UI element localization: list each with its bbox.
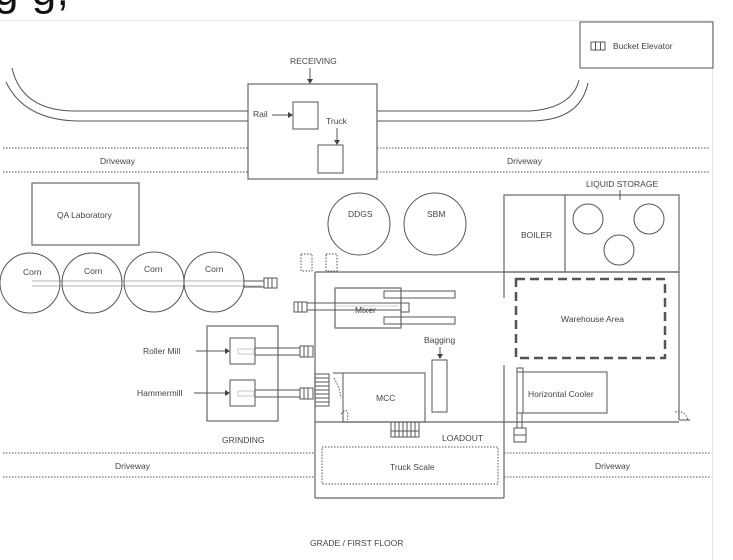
sbm-label: SBM	[427, 209, 445, 219]
driveway-label: Driveway	[595, 461, 631, 471]
stairs	[314, 373, 330, 407]
truck-label: Truck	[326, 116, 348, 126]
rail-tracks	[5, 67, 589, 122]
ddgs-bin	[327, 192, 391, 256]
bagging: Bagging	[424, 335, 455, 413]
truck-scale: Truck Scale	[321, 446, 499, 485]
corn-bin	[0, 252, 61, 314]
corn-label: Corn	[144, 264, 163, 274]
corn-bin	[61, 252, 123, 314]
sbm-bin	[403, 192, 467, 256]
legend-label: Bucket Elevator	[613, 41, 673, 51]
driveway-bottom: Driveway Driveway	[3, 452, 710, 478]
liquid-tank	[603, 234, 635, 266]
bucket-elevator-icon	[299, 345, 314, 358]
ddgs-label: DDGS	[348, 209, 373, 219]
corn-label: Corn	[205, 264, 224, 274]
corn-label: Corn	[84, 266, 103, 276]
driveway-label: Driveway	[100, 156, 136, 166]
driveway-top: Driveway Driveway	[3, 147, 710, 173]
bucket-elevator-icon	[299, 387, 314, 400]
horizontal-cooler-label: Horizontal Cooler	[528, 389, 594, 399]
bucket-elevator-icon	[263, 277, 278, 289]
rail-label: Rail	[253, 109, 268, 119]
grinding-area: Roller Mill Hammermill GRINDING	[137, 325, 314, 445]
bucket-elevator-icon	[293, 301, 308, 313]
boiler-label: BOILER	[521, 230, 552, 240]
corn-bin	[183, 251, 245, 313]
horizontal-cooler: Horizontal Cooler	[513, 367, 689, 443]
liquid-storage-label: LIQUID STORAGE	[586, 179, 658, 189]
mixer: Mixer	[293, 287, 456, 329]
loadout-stairs	[390, 421, 420, 438]
hammermill-label: Hammermill	[137, 388, 182, 398]
mixer-label: Mixer	[355, 305, 376, 315]
receiving-area: RECEIVING Rail Truck	[247, 56, 378, 180]
warehouse-label: Warehouse Area	[561, 314, 624, 324]
truck-scale-label: Truck Scale	[390, 462, 435, 472]
cropped-caption-text: g g,	[0, 0, 69, 16]
mcc-room: MCC	[314, 372, 426, 423]
dashed-elevator-markers	[300, 253, 338, 272]
corn-bins: Corn Corn Corn Corn	[0, 251, 278, 314]
mcc-label: MCC	[376, 393, 395, 403]
floor-title: GRADE / FIRST FLOOR	[310, 538, 403, 548]
warehouse-area: Warehouse Area	[514, 277, 667, 360]
rail-dump-pit	[292, 101, 319, 130]
corn-bin	[123, 251, 185, 313]
corn-label: Corn	[23, 267, 42, 277]
roller-mill-label: Roller Mill	[143, 346, 180, 356]
ingredient-bins: DDGS SBM	[327, 192, 467, 256]
boiler-liquid-storage: BOILER LIQUID STORAGE	[503, 179, 680, 273]
bucket-elevator-icon	[590, 41, 606, 51]
receiving-label: RECEIVING	[290, 56, 337, 66]
driveway-label: Driveway	[507, 156, 543, 166]
figure-frame	[0, 20, 713, 560]
qa-lab-label: QA Laboratory	[57, 210, 113, 220]
liquid-tank	[633, 203, 665, 235]
legend-box: Bucket Elevator	[579, 21, 714, 69]
liquid-tank	[572, 203, 604, 235]
grinding-label: GRINDING	[222, 435, 265, 445]
driveway-label: Driveway	[115, 461, 151, 471]
bucket-elevator-icon	[513, 427, 527, 443]
loadout-label: LOADOUT	[442, 433, 483, 443]
qa-laboratory: QA Laboratory	[31, 182, 140, 246]
truck-dump-pit	[317, 144, 344, 174]
bagging-label: Bagging	[424, 335, 455, 345]
